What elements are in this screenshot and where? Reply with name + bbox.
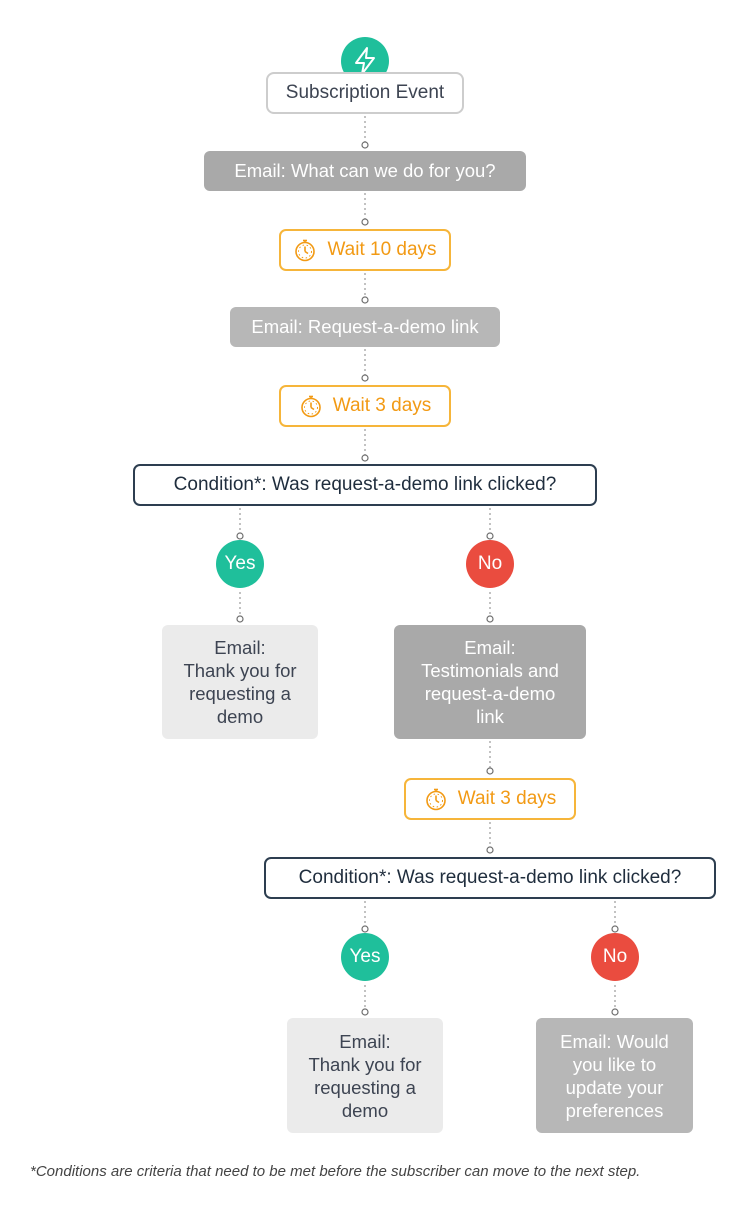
connector-dot — [236, 615, 244, 623]
subscription-event-node[interactable]: Subscription Event — [266, 72, 464, 114]
connector-dot — [611, 925, 619, 933]
email-line: Email: — [339, 1030, 391, 1052]
email-request-a-demo-node[interactable]: Email: Request-a-demo link — [230, 307, 500, 347]
email-thank-you-node-1[interactable]: Email: Thank you for requesting a demo — [162, 625, 318, 739]
wait-label: Wait 3 days — [332, 395, 432, 416]
email-line: Testimonials and — [421, 660, 559, 681]
no-label: No — [602, 946, 628, 967]
wait-label: Wait 3 days — [457, 788, 557, 809]
email-line: request-a-demo — [424, 683, 556, 704]
connector-dot — [486, 767, 494, 775]
yes-branch-1[interactable]: Yes — [216, 540, 264, 588]
no-branch-2[interactable]: No — [591, 933, 639, 981]
email-line: link — [476, 706, 504, 727]
email-line: update your — [565, 1076, 664, 1098]
email-line: Email: — [464, 637, 516, 658]
stopwatch-icon — [425, 788, 446, 811]
no-branch-1[interactable]: No — [466, 540, 514, 588]
yes-branch-2[interactable]: Yes — [341, 933, 389, 981]
stopwatch-icon — [295, 239, 316, 262]
email-line: Email: Would — [560, 1030, 669, 1052]
stopwatch-icon — [300, 395, 321, 418]
connector-dot — [361, 1008, 369, 1016]
email-line: demo — [216, 706, 264, 727]
wait-3-days-node[interactable]: Wait 3 days — [279, 385, 451, 427]
email-what-can-we-do-node[interactable]: Email: What can we do for you? — [204, 151, 526, 191]
connector-dot — [361, 454, 369, 462]
email-line: Thank you for — [308, 1053, 422, 1075]
email-update-preferences-node[interactable]: Email: Would you like to update your pre… — [536, 1018, 693, 1133]
no-label: No — [477, 553, 503, 574]
connector-dot — [361, 374, 369, 382]
wait-10-days-node[interactable]: Wait 10 days — [279, 229, 451, 271]
email-line: Thank you for — [183, 660, 297, 681]
connector-dot — [361, 925, 369, 933]
condition-1-node[interactable]: Condition*: Was request-a-demo link clic… — [133, 464, 597, 506]
yes-label: Yes — [224, 553, 256, 574]
email-line: requesting a — [189, 683, 291, 704]
wait-3-days-node-2[interactable]: Wait 3 days — [404, 778, 576, 820]
email-label: Email: What can we do for you? — [234, 160, 496, 181]
email-label: Email: Request-a-demo link — [251, 316, 479, 337]
connector-dot — [361, 218, 369, 226]
connector-dot — [486, 846, 494, 854]
condition-label: Condition*: Was request-a-demo link clic… — [298, 867, 682, 888]
connector-dot — [236, 532, 244, 540]
condition-2-node[interactable]: Condition*: Was request-a-demo link clic… — [264, 857, 716, 899]
email-line: Email: — [214, 637, 266, 658]
yes-label: Yes — [349, 946, 381, 967]
email-line: preferences — [565, 1099, 664, 1121]
footnote: *Conditions are criteria that need to be… — [30, 1163, 641, 1180]
condition-label: Condition*: Was request-a-demo link clic… — [173, 474, 557, 495]
connector-dot — [361, 141, 369, 149]
email-testimonials-node[interactable]: Email: Testimonials and request-a-demo l… — [394, 625, 586, 739]
connector-dot — [486, 532, 494, 540]
trigger-label: Subscription Event — [285, 82, 445, 103]
email-line: requesting a — [314, 1076, 416, 1098]
connector-dot — [486, 615, 494, 623]
email-thank-you-node-2[interactable]: Email: Thank you for requesting a demo — [287, 1018, 443, 1133]
connector-dot — [361, 296, 369, 304]
wait-label: Wait 10 days — [327, 239, 437, 260]
connector-dot — [611, 1008, 619, 1016]
email-line: demo — [341, 1099, 389, 1121]
email-line: you like to — [572, 1053, 657, 1075]
